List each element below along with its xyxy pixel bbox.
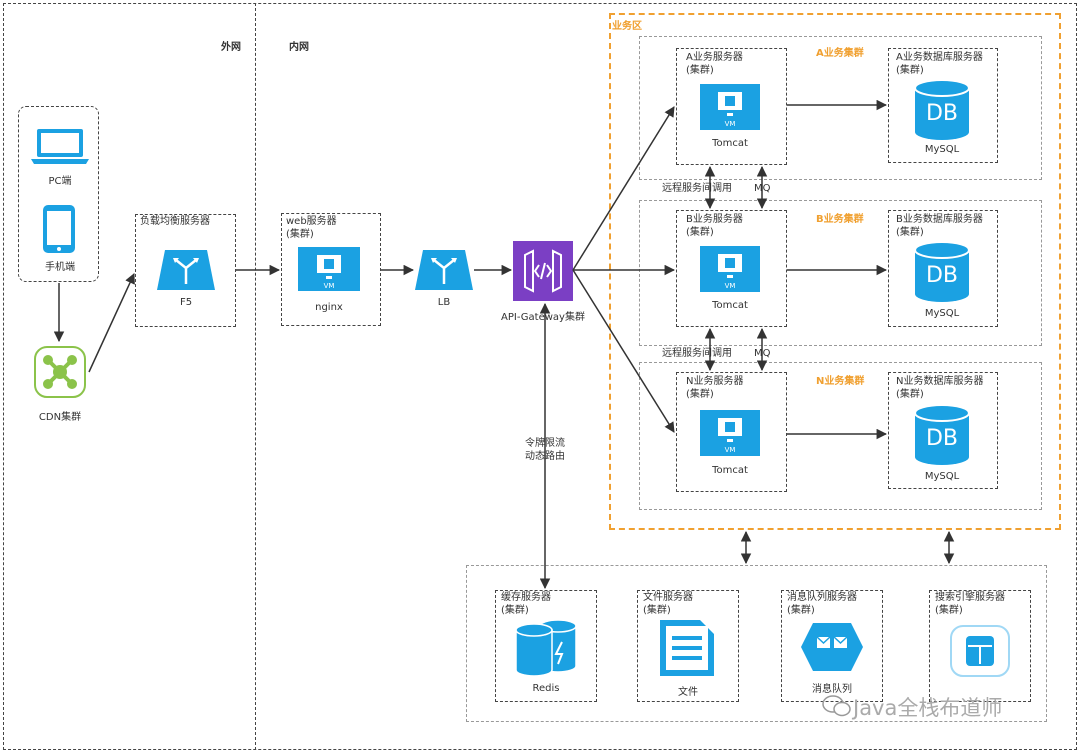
outer-net-label: 外网 bbox=[221, 42, 241, 53]
svg-text:VM: VM bbox=[324, 282, 335, 290]
redis-label: Redis bbox=[532, 683, 560, 694]
cluster-a-label: A业务集群 bbox=[816, 48, 864, 59]
server-b-box bbox=[676, 210, 787, 327]
db-n-icon-text: DB bbox=[925, 426, 959, 451]
wechat-icon bbox=[822, 695, 851, 717]
f5-label: F5 bbox=[179, 297, 193, 308]
cluster-b-frame bbox=[639, 200, 1042, 346]
db-n-title: N业务数据库服务器 bbox=[896, 376, 984, 387]
vm-icon bbox=[700, 410, 760, 456]
outer-network-zone bbox=[3, 3, 1077, 750]
load-balancer-icon bbox=[157, 250, 215, 290]
db-a-title: A业务数据库服务器 bbox=[896, 52, 983, 63]
lb-server-box bbox=[135, 214, 236, 327]
cdn-icon bbox=[34, 346, 86, 398]
server-n-box bbox=[676, 372, 787, 492]
search-server-subtitle: (集群) bbox=[935, 605, 963, 616]
web-server-subtitle: (集群) bbox=[286, 229, 314, 240]
server-b-subtitle: (集群) bbox=[686, 227, 714, 238]
vm-text: VM bbox=[724, 446, 736, 454]
web-server-title: web服务器 bbox=[286, 216, 337, 227]
db-a-box bbox=[888, 48, 998, 163]
db-a-subtitle: (集群) bbox=[896, 65, 924, 76]
db-n-caption: MySQL bbox=[924, 471, 960, 482]
mq-server-box bbox=[781, 590, 883, 702]
client-group bbox=[18, 106, 99, 282]
cache-server-box bbox=[495, 590, 597, 702]
cluster-a-frame bbox=[639, 36, 1042, 180]
db-b-caption: MySQL bbox=[924, 308, 960, 319]
message-queue-icon bbox=[801, 623, 863, 671]
search-server-box bbox=[929, 590, 1031, 702]
mq-server-subtitle: (集群) bbox=[787, 605, 815, 616]
file-server-subtitle: (集群) bbox=[643, 605, 671, 616]
cache-server-subtitle: (集群) bbox=[501, 605, 529, 616]
nginx-label: nginx bbox=[315, 302, 343, 313]
cluster-n-frame bbox=[639, 362, 1042, 510]
lb-server-title: 负载均衡服务器 bbox=[140, 216, 210, 227]
search-server-title: 搜索引擎服务器 bbox=[935, 592, 1005, 603]
pc-label: PC端 bbox=[48, 176, 72, 187]
mobile-label: 手机端 bbox=[45, 262, 75, 273]
server-b-title: B业务服务器 bbox=[686, 214, 743, 225]
database-icon bbox=[914, 241, 970, 302]
db-n-subtitle: (集群) bbox=[896, 389, 924, 400]
business-area bbox=[609, 13, 1061, 530]
server-n-title: N业务服务器 bbox=[686, 376, 744, 387]
api-gateway-icon bbox=[513, 241, 573, 301]
zone-divider bbox=[255, 3, 256, 750]
server-n-subtitle: (集群) bbox=[686, 389, 714, 400]
cache-server-title: 缓存服务器 bbox=[501, 592, 551, 603]
database-icon bbox=[914, 404, 970, 465]
business-area-label: 业务区 bbox=[612, 21, 642, 32]
cdn-label: CDN集群 bbox=[38, 412, 82, 423]
cluster-b-label: B业务集群 bbox=[816, 214, 864, 225]
db-a-icon-text: DB bbox=[925, 101, 959, 126]
vm-icon: VM bbox=[298, 247, 360, 291]
infrastructure-frame bbox=[466, 565, 1047, 722]
server-b-caption: Tomcat bbox=[712, 300, 748, 311]
server-a-title: A业务服务器 bbox=[686, 52, 743, 63]
mobile-icon bbox=[43, 205, 75, 253]
laptop-icon bbox=[31, 129, 89, 164]
file-icon bbox=[660, 620, 714, 676]
mq-label-bottom: 消息队列 bbox=[812, 684, 852, 695]
db-b-box bbox=[888, 210, 998, 327]
cluster-n-label: N业务集群 bbox=[816, 376, 865, 387]
db-n-box bbox=[888, 372, 998, 489]
watermark-text: Java全栈布道师 bbox=[853, 696, 1003, 720]
file-label: 文件 bbox=[678, 687, 698, 698]
lb-label: LB bbox=[437, 297, 451, 308]
vm-text: VM bbox=[724, 120, 736, 128]
file-server-box bbox=[637, 590, 739, 702]
server-a-box bbox=[676, 48, 787, 165]
vm-icon bbox=[700, 246, 760, 292]
file-server-title: 文件服务器 bbox=[643, 592, 693, 603]
search-engine-icon bbox=[950, 625, 1010, 677]
vm-icon bbox=[700, 84, 760, 130]
mq-server-title: 消息队列服务器 bbox=[787, 592, 857, 603]
inner-net-label: 内网 bbox=[289, 42, 309, 53]
vm-text: VM bbox=[724, 282, 736, 290]
server-a-caption: Tomcat bbox=[712, 138, 748, 149]
web-server-box bbox=[281, 213, 381, 326]
server-n-caption: Tomcat bbox=[712, 465, 748, 476]
db-b-title: B业务数据库服务器 bbox=[896, 214, 983, 225]
lb-icon bbox=[415, 250, 473, 290]
db-b-subtitle: (集群) bbox=[896, 227, 924, 238]
server-a-subtitle: (集群) bbox=[686, 65, 714, 76]
database-icon bbox=[914, 79, 970, 140]
db-b-icon-text: DB bbox=[925, 263, 959, 288]
redis-icon bbox=[515, 619, 577, 677]
db-a-caption: MySQL bbox=[924, 144, 960, 155]
